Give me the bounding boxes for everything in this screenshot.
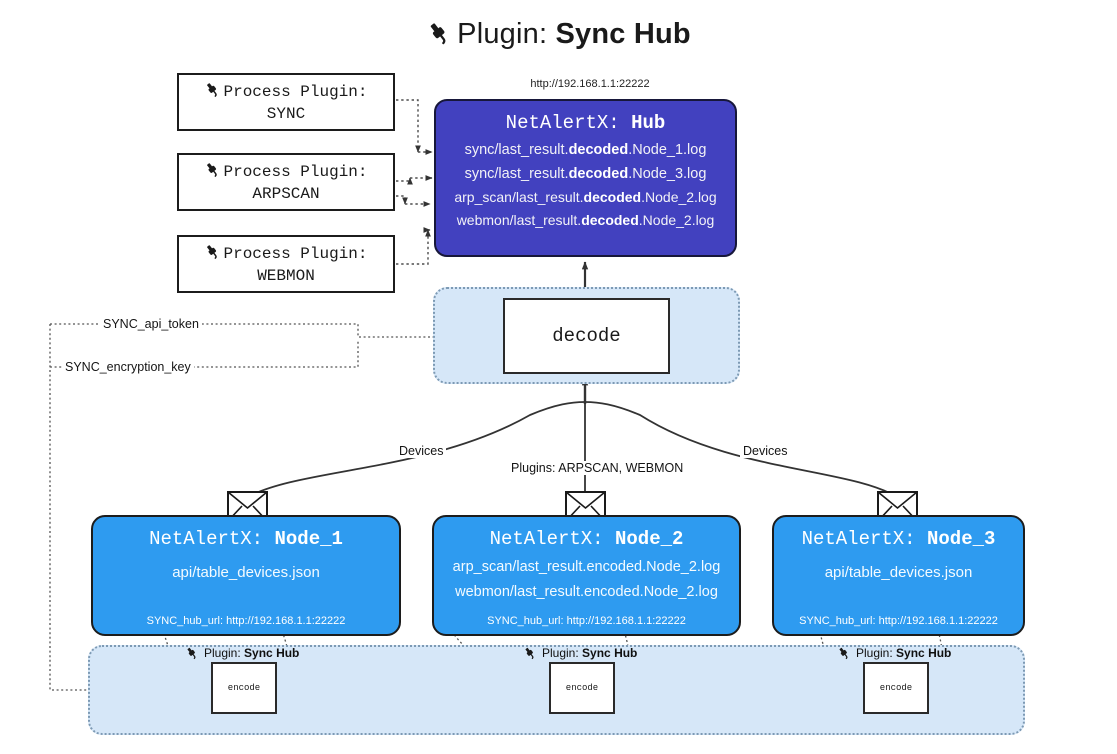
node-box-node-2[interactable]: NetAlertX: Node_2 arp_scan/last_result.e… (432, 515, 741, 636)
node-title-name: Node_3 (927, 528, 996, 550)
node-title-prefix: NetAlertX: (489, 528, 604, 550)
hub-log-row: webmon/last_result.decoded.Node_2.log (456, 212, 715, 228)
plug-icon (185, 646, 199, 663)
encode-box[interactable]: encode (549, 662, 615, 714)
hub-url-label: http://192.168.1.1:22222 (530, 78, 650, 90)
process-plugin-label: Process Plugin: (223, 83, 368, 101)
process-plugin-sync[interactable]: Process Plugin: SYNC (177, 73, 395, 131)
plug-icon (204, 161, 221, 184)
process-plugin-value: SYNC (266, 105, 306, 124)
edge-label-devices-left: Devices (396, 444, 447, 458)
node-line: webmon/last_result.encoded.Node_2.log (455, 584, 718, 600)
hub-log-row: arp_scan/last_result.decoded.Node_2.log (454, 189, 717, 205)
title-prefix: Plugin: (457, 18, 548, 50)
node-line: api/table_devices.json (172, 564, 320, 581)
plug-icon (426, 20, 452, 54)
edge-label-plugins: Plugins: ARPSCAN, WEBMON (508, 461, 687, 475)
hub-node[interactable]: NetAlertX: Hub sync/last_result.decoded.… (434, 99, 737, 257)
encode-plugin-label: Plugin: Sync Hub (185, 646, 299, 663)
process-plugin-label: Process Plugin: (223, 245, 368, 263)
process-plugin-value: WEBMON (257, 267, 315, 286)
hub-log-row: sync/last_result.decoded.Node_1.log (464, 142, 707, 158)
encode-plugin-label: Plugin: Sync Hub (837, 646, 951, 663)
plug-icon (204, 243, 221, 266)
encode-box[interactable]: encode (211, 662, 277, 714)
edge-label-api-token: SYNC_api_token (100, 317, 202, 331)
edge-label-encryption-key: SYNC_encryption_key (62, 360, 194, 374)
node-box-node-3[interactable]: NetAlertX: Node_3 api/table_devices.json… (772, 515, 1025, 636)
node-url: SYNC_hub_url: http://192.168.1.1:22222 (146, 615, 346, 627)
node-url: SYNC_hub_url: http://192.168.1.1:22222 (487, 615, 686, 627)
process-plugin-webmon[interactable]: Process Plugin: WEBMON (177, 235, 395, 293)
process-plugin-value: ARPSCAN (252, 185, 320, 204)
plug-icon (523, 646, 537, 663)
node-title-name: Node_1 (274, 528, 343, 550)
node-box-node-1[interactable]: NetAlertX: Node_1 api/table_devices.json… (91, 515, 401, 636)
node-title-prefix: NetAlertX: (149, 528, 264, 550)
node-line: arp_scan/last_result.encoded.Node_2.log (452, 559, 721, 575)
title-name: Sync Hub (555, 18, 691, 50)
node-title-name: Node_2 (615, 528, 684, 550)
node-title-prefix: NetAlertX: (801, 528, 916, 550)
plug-icon (204, 81, 221, 104)
hub-title-name: Hub (631, 112, 666, 134)
plug-icon (837, 646, 851, 663)
edge-label-devices-right: Devices (740, 444, 791, 458)
process-plugin-label: Process Plugin: (223, 163, 368, 181)
page-title: Plugin: Sync Hub (0, 18, 1117, 54)
hub-log-row: sync/last_result.decoded.Node_3.log (464, 166, 707, 182)
decode-box[interactable]: decode (503, 298, 670, 374)
node-url: SYNC_hub_url: http://192.168.1.1:22222 (799, 615, 998, 627)
process-plugin-arpscan[interactable]: Process Plugin: ARPSCAN (177, 153, 395, 211)
hub-title-prefix: NetAlertX: (505, 112, 620, 134)
encode-box[interactable]: encode (863, 662, 929, 714)
node-line: api/table_devices.json (824, 564, 973, 581)
encode-plugin-label: Plugin: Sync Hub (523, 646, 637, 663)
